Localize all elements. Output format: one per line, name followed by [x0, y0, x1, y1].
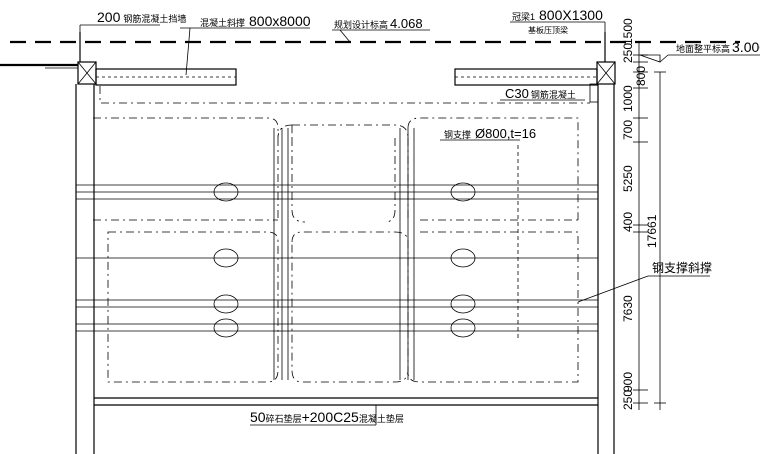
crown-beam-sublabel: 基板压顶梁	[528, 25, 568, 35]
concrete-strut-right	[454, 68, 598, 86]
dim-250-top: 250	[621, 43, 635, 63]
bottom-layer-label: 50碎石垫层+200C25混凝土垫层	[250, 409, 404, 425]
dim-1000: 1000	[621, 85, 635, 112]
dim-1500: 1500	[621, 18, 635, 45]
dim-250-bottom: 250	[621, 390, 635, 410]
concrete-strut-left	[95, 68, 237, 86]
lower-strut-lines	[76, 299, 598, 332]
dim-800: 800	[634, 66, 648, 86]
vertical-steel-struts	[273, 128, 415, 380]
dimension-chain	[633, 42, 666, 410]
dim-7630: 7630	[621, 295, 635, 322]
steel-strut-leader	[577, 275, 649, 303]
dim-total: 17661	[645, 214, 659, 248]
dim-400: 400	[621, 212, 635, 232]
strut-end-ellipses	[213, 182, 476, 338]
steel-strut-diagonal-label: 钢支撑斜撑	[652, 260, 712, 275]
crown-beam-outline	[99, 86, 590, 104]
bottom-cushion-layer	[94, 397, 598, 425]
dim-900: 900	[621, 372, 635, 392]
upper-strut-lines	[76, 184, 598, 200]
retaining-wall-right	[589, 32, 616, 454]
dim-5250: 5250	[621, 165, 635, 192]
dim-700: 700	[621, 120, 635, 140]
retaining-wall-left	[75, 32, 97, 454]
